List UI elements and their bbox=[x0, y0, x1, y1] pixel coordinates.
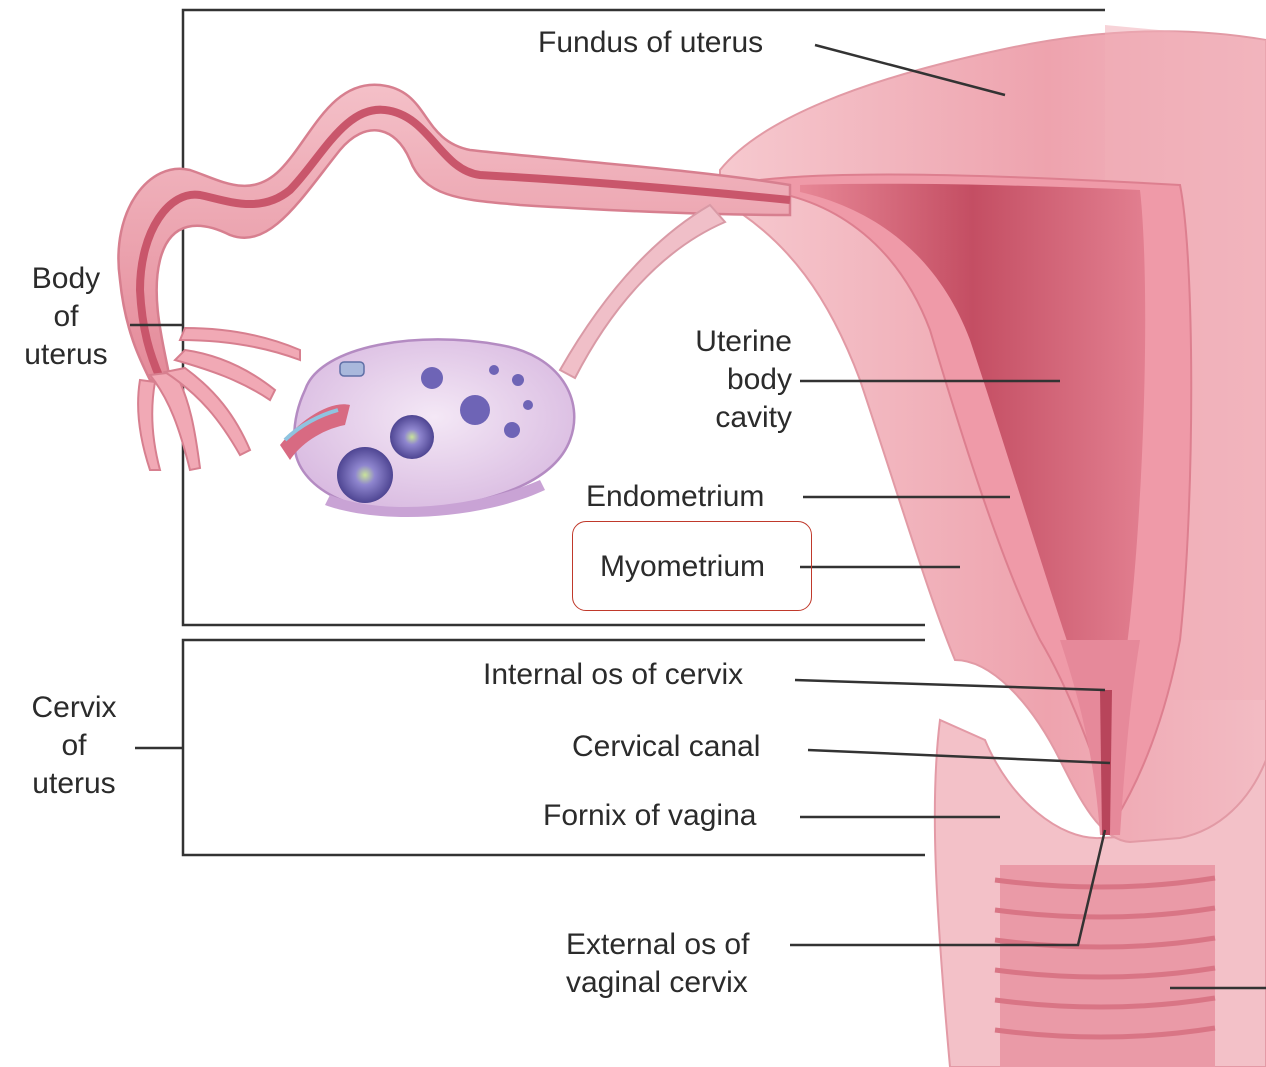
label-cervix-of-uterus: Cervix of uterus bbox=[18, 689, 130, 803]
ovary bbox=[280, 339, 574, 517]
follicle bbox=[337, 447, 393, 503]
follicle bbox=[504, 422, 520, 438]
label-body-of-uterus: Body of uterus bbox=[18, 260, 114, 374]
label-cervical-canal: Cervical canal bbox=[572, 728, 760, 766]
follicle bbox=[390, 415, 434, 459]
label-uterine-body-cavity: Uterine body cavity bbox=[640, 323, 792, 437]
label-myometrium: Myometrium bbox=[600, 548, 765, 586]
label-internal-os: Internal os of cervix bbox=[483, 656, 743, 694]
label-endometrium: Endometrium bbox=[586, 478, 764, 516]
follicle bbox=[523, 400, 533, 410]
label-external-os: External os of vaginal cervix bbox=[566, 926, 749, 1002]
follicle bbox=[512, 374, 524, 386]
label-fundus: Fundus of uterus bbox=[538, 24, 763, 62]
label-fornix: Fornix of vagina bbox=[543, 797, 756, 835]
follicle bbox=[421, 367, 443, 389]
follicle bbox=[489, 365, 499, 375]
follicle bbox=[460, 395, 490, 425]
